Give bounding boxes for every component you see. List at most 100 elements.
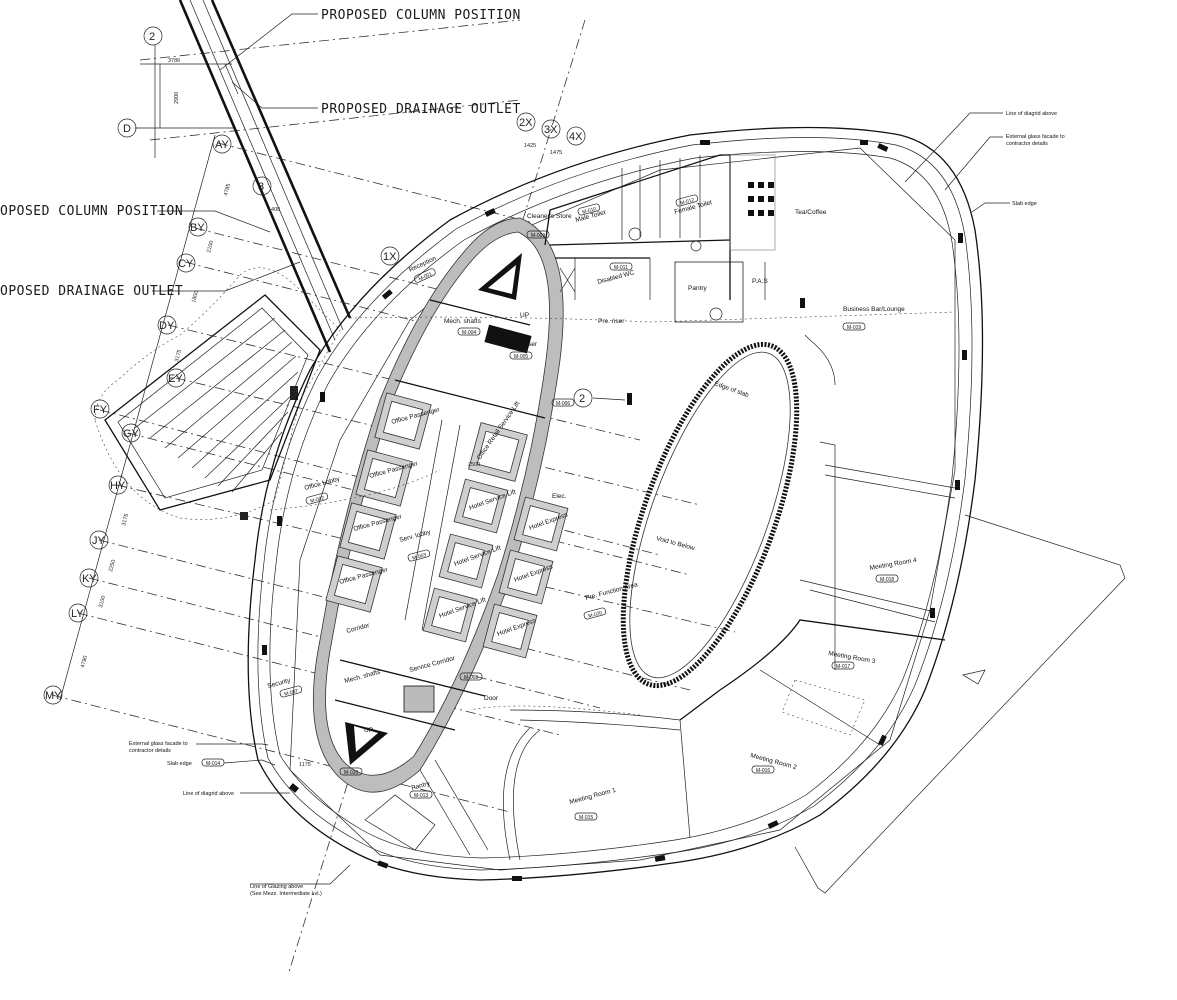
label-elec: Elec. [552, 493, 567, 500]
label-meeting-room-1: Meeting Room 1 [569, 787, 617, 806]
note-diagrid-above-left: Line of diagrid above [183, 791, 234, 797]
label-mech-shafts: Mech. shafts [444, 318, 482, 325]
note-slab-edge-top: Slab edge [1012, 201, 1037, 207]
grid-marker-2-label: 2 [579, 393, 585, 405]
grid-bubble-gy [121, 423, 141, 443]
tag-stair-bottom: M-028 [344, 770, 358, 776]
label-door: Door [484, 695, 499, 702]
tag-male: M-010 [582, 206, 597, 216]
dim-3100: 3100 [98, 595, 107, 608]
tag-pre-function: M-020 [588, 610, 603, 620]
leader-column-left [157, 210, 271, 233]
grid-bubble-ky-label: KY [82, 573, 97, 585]
leader-slab-left [223, 759, 276, 766]
tag-mech: M-004 [462, 330, 476, 336]
dim-1425: 1425 [524, 143, 536, 149]
grid-bubble-d-label: D [123, 123, 131, 135]
dim-2100: 2100 [206, 240, 215, 253]
leader-glazing [250, 864, 351, 885]
dim-3175-b: 3175 [121, 513, 130, 526]
dim-1408: 1408 [268, 207, 280, 213]
grid-bubble-ey-label: EY [168, 373, 183, 385]
dim-3175: 3175 [174, 349, 183, 362]
label-cleaner-store: Cleaner's Store [527, 213, 572, 220]
leader-drainage-left [152, 261, 301, 292]
grid-bubble-hy [108, 475, 128, 495]
grid-bubble-2x-label: 2X [519, 117, 533, 129]
tag-service-corridor: M-008 [464, 675, 478, 681]
label-disabled-wc: Disabled WC [597, 269, 636, 286]
grid-bubble-dy [157, 315, 177, 335]
label-up-bottom: UP [364, 727, 373, 734]
dim-2900: 2900 [174, 92, 180, 104]
callout-drainage-outlet-left: OPOSED DRAINAGE OUTLET [0, 284, 183, 299]
grid-bubble-ly [68, 603, 88, 623]
grid-bubble-fy-label: FY [93, 404, 108, 416]
void-ellipse [620, 341, 800, 689]
callout-column-position-left: OPOSED COLUMN POSITION [0, 204, 183, 219]
grid-bubble-2 [143, 26, 163, 46]
dim-4790: 4790 [80, 655, 89, 668]
grid-bubble-jy-label: JY [92, 535, 106, 547]
grid-bubble-1x [380, 246, 400, 266]
leader-glass-left [196, 743, 269, 746]
dim-4785: 4785 [223, 183, 232, 196]
grid-bubble-by-label: BY [190, 222, 205, 234]
internal-partitions [269, 311, 956, 861]
dim-1175: 1175 [299, 762, 311, 768]
tag-business: M-019 [847, 325, 861, 331]
grid-bubble-jy [89, 530, 109, 550]
leader-diagrid-top [904, 112, 1003, 183]
grid-bubble-cy [176, 253, 196, 273]
label-pantry-bottom: Pantry [411, 780, 432, 792]
toilet-block [544, 154, 776, 323]
callout-drainage-outlet-top: PROPOSED DRAINAGE OUTLET [321, 102, 521, 117]
label-void-to-below: Void to Below [655, 535, 695, 552]
leader-glass-top [944, 136, 1003, 191]
grid-bubble-ay [212, 134, 232, 154]
label-pre-riser: Pre. riser [598, 318, 625, 325]
left-dimension-string: 4785 1408 2100 1800 3175 3175 2250 3100 … [80, 143, 562, 669]
dim-1475: 1475 [550, 150, 562, 156]
grid-bubble-ay-label: AY [215, 139, 230, 151]
label-elec-riser: Elec riser [510, 341, 538, 348]
building-core [312, 217, 569, 793]
grid-bubble-4x [566, 126, 586, 146]
grid-bubble-dy-label: DY [159, 320, 175, 332]
label-tea-coffee: Tea/Coffee [795, 209, 827, 216]
annotation-notes: Line of diagrid above External glass fac… [129, 111, 1065, 897]
note-glass-facade-left-1: External glass facade to [129, 741, 188, 747]
tag-office-lobby: M-002 [310, 495, 325, 505]
grid-bubble-3-label: 3 [258, 181, 264, 193]
tag-meeting-2: M-016 [756, 768, 770, 774]
dim-2500: 2500 [468, 462, 480, 468]
dim-1800: 1800 [191, 290, 200, 303]
grid-bubble-2-label: 2 [149, 31, 155, 43]
grid-bubble-my [43, 685, 63, 705]
tag-reception: M-001 [418, 271, 434, 283]
leader-column-top [219, 13, 318, 71]
grid-bubble-3x [541, 119, 561, 139]
tag-meeting-1: M-015 [579, 815, 593, 821]
tag-serv-lobby: M-003 [412, 552, 427, 562]
tag-disabled: M-011 [614, 265, 628, 271]
leader-slab-top [971, 202, 1010, 213]
site-boundary [794, 514, 1126, 894]
label-pantry-top: Pantry [688, 285, 708, 292]
grid-bubble-ky [79, 568, 99, 588]
note-slab-edge-left: Slab edge [167, 761, 192, 767]
top-left-grid-area: 2 D 3786 2900 PROPOSED COLUMN POSITION P… [0, 8, 521, 299]
tag-pantry-bottom: M-013 [414, 793, 428, 799]
grid-bubble-by [188, 217, 208, 237]
tag-security: M-007 [284, 688, 299, 698]
tag-meeting-4: M-018 [880, 577, 894, 583]
grid-bubble-2x [516, 112, 536, 132]
grid-bubble-ey [166, 368, 186, 388]
label-up-top: UP [520, 312, 529, 319]
note-glass-facade-top-1: External glass facade to [1006, 134, 1065, 140]
entrance-canopy [94, 267, 341, 520]
note-glass-facade-left-2: contractor details [129, 748, 171, 754]
note-glazing-above-2: (See Mezz. Intermediate Lvl.) [250, 891, 322, 897]
grid-marker-2-internal: 2 [573, 388, 632, 408]
